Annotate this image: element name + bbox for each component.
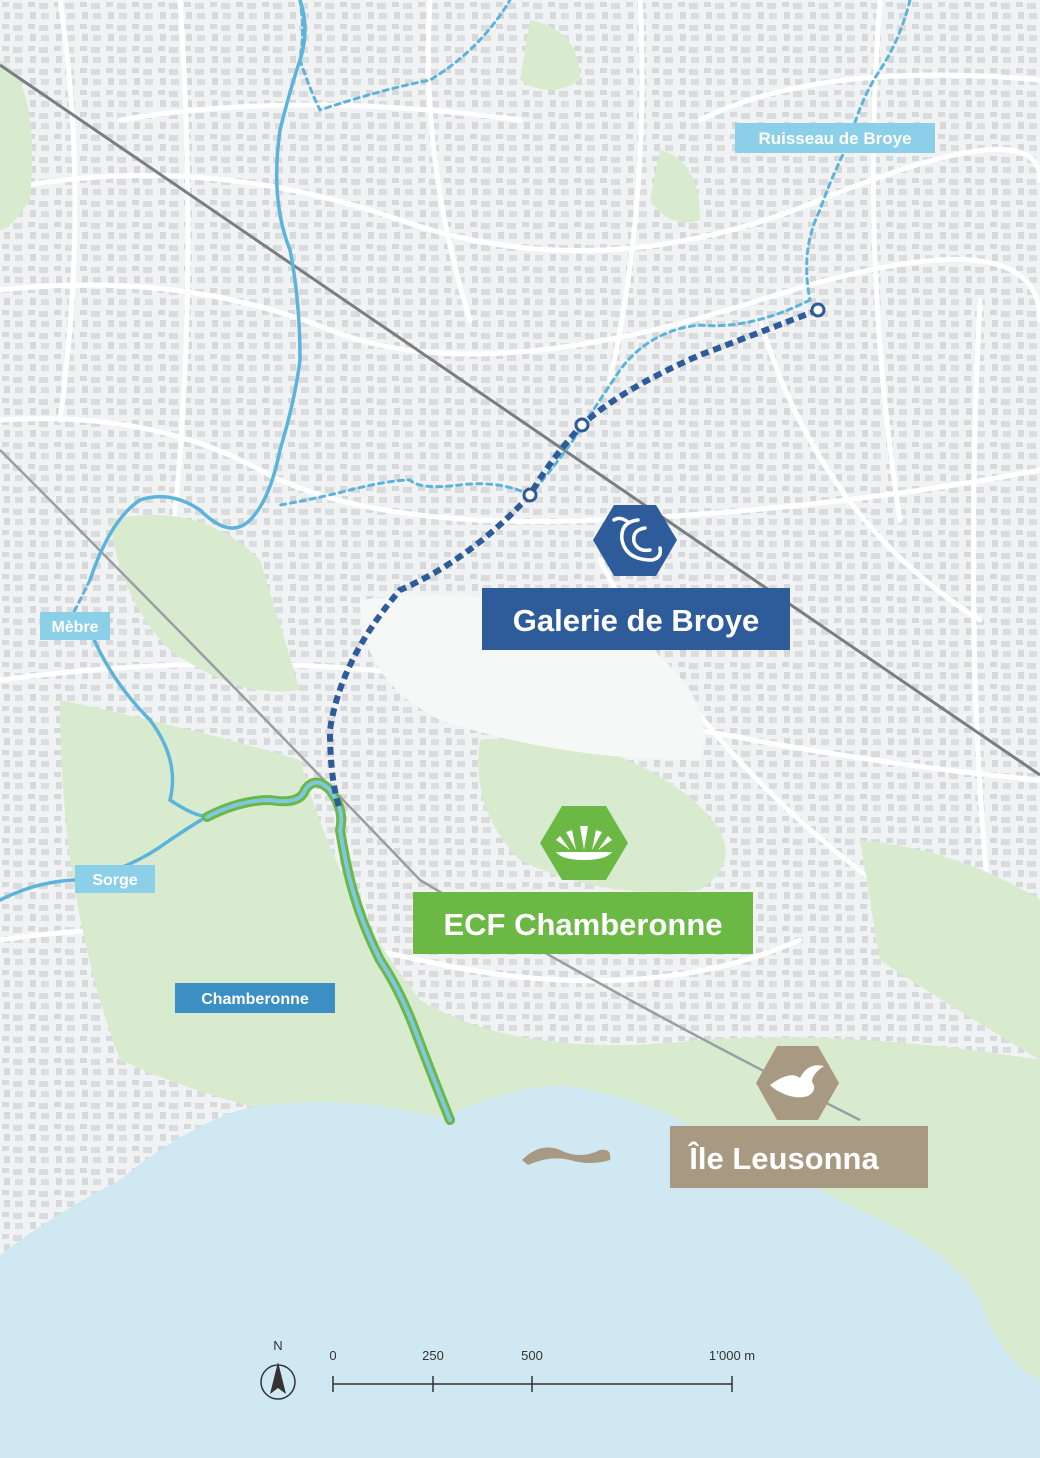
label-mebre-text: Mèbre [51,619,98,636]
label-chamberonne: Chamberonne [175,983,335,1013]
scale-tick-label: 250 [422,1348,444,1363]
chamberonne-river [205,780,452,1122]
ile-leusonna-island [522,1147,611,1165]
ile-marker[interactable] [756,1046,839,1120]
bird-icon [770,1065,824,1098]
ecf-marker[interactable] [540,806,628,880]
north-label: N [273,1338,282,1353]
grass-icon [556,826,612,860]
label-mebre: Mèbre [40,612,110,640]
water-wave-icon [612,516,663,562]
tunnel-node[interactable] [522,487,538,503]
tunnel-nodes [522,302,826,503]
label-sorge: Sorge [75,865,155,893]
ecf-label-text: ECF Chamberonne [443,907,722,942]
label-sorge-text: Sorge [92,872,137,889]
ecf-label: ECF Chamberonne [413,892,753,954]
ile-label-text: Île Leusonna [687,1140,879,1176]
tunnel-node[interactable] [574,417,590,433]
ile-label: Île Leusonna [670,1126,928,1188]
galerie-label-text: Galerie de Broye [513,603,759,638]
railway [0,63,1040,1122]
galerie-marker[interactable] [593,505,677,576]
label-ruisseau-text: Ruisseau de Broye [758,129,911,148]
label-ruisseau: Ruisseau de Broye [735,123,935,153]
label-chamberonne-text: Chamberonne [201,991,309,1008]
scale-bar: 0 250 500 1’000 m [329,1348,755,1392]
north-arrow: N [260,1338,296,1400]
scale-tick-label: 500 [521,1348,543,1363]
scale-tick-label: 1’000 m [709,1348,755,1363]
tunnel-node[interactable] [810,302,826,318]
scale-tick-label: 0 [329,1348,336,1363]
north-arrow-icon [270,1362,286,1394]
galerie-label: Galerie de Broye [482,588,790,650]
